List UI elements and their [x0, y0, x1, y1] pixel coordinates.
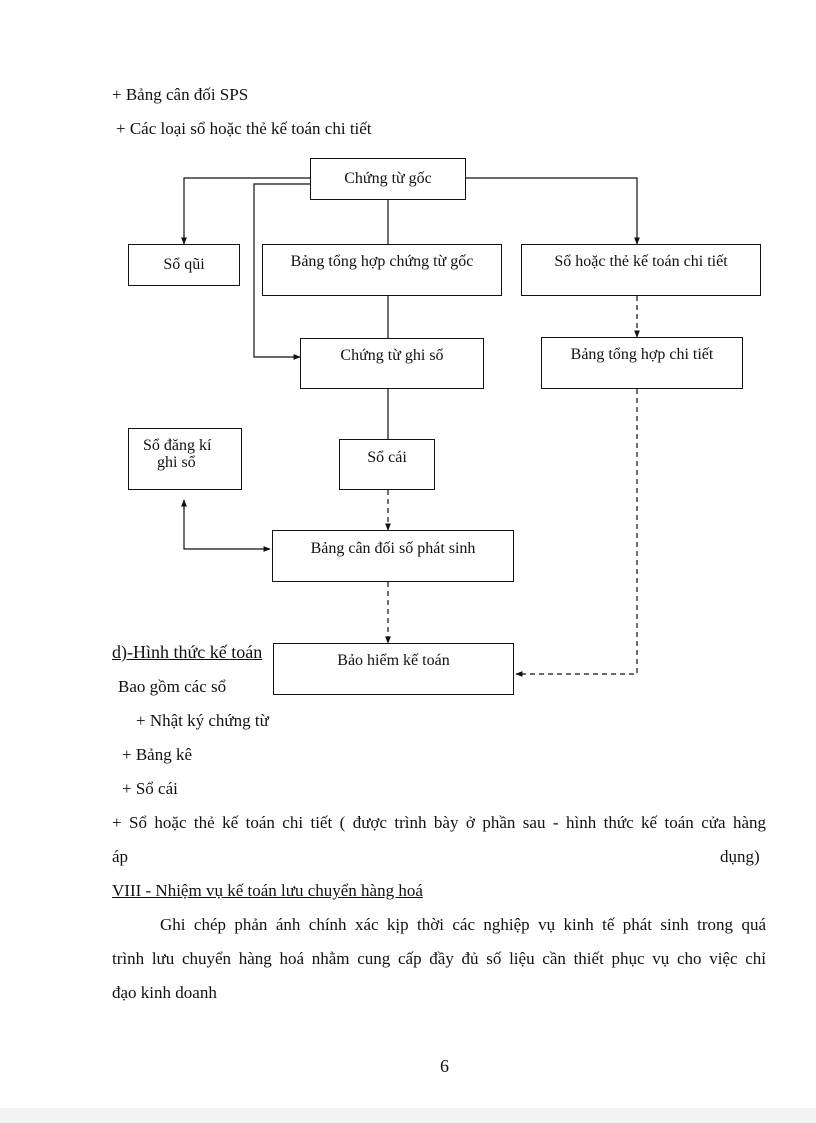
- box-so-the-chi-tiet-label: Sổ hoặc thẻ kế toán chi tiết: [554, 253, 728, 270]
- list-item-bang-ke: + Bảng kê: [122, 745, 193, 764]
- box-chung-tu-goc: Chứng từ gốc: [310, 158, 466, 200]
- box-so-dang-ki-ghi-so: Sổ đăng kí ghi sổ: [128, 428, 242, 490]
- paragraph-line-3: đạo kinh doanh: [112, 983, 217, 1002]
- long-line-so-the-chi-tiet: + Sổ hoặc thẻ kế toán chi tiết ( được tr…: [112, 813, 766, 832]
- box-bang-tong-hop-chi-tiet-label: Bảng tổng hợp chi tiết: [570, 346, 714, 363]
- box-so-quy-label: Sổ qũi: [163, 255, 205, 273]
- box-chung-tu-ghi-so: Chứng từ ghi sổ: [300, 338, 484, 389]
- box-so-cai: Sổ cái: [339, 439, 435, 490]
- list-item-cac-loai-so: + Các loại sổ hoặc thẻ kế toán chi tiết: [116, 119, 372, 138]
- box-so-dang-ki-line1: Sổ đăng kí: [143, 437, 212, 454]
- list-item-nhat-ky-chung-tu: + Nhật ký chứng từ: [136, 711, 269, 730]
- box-so-quy: Sổ qũi: [128, 244, 240, 286]
- paragraph-line-2: trình lưu chuyển hàng hoá nhằm cung cấp …: [112, 949, 766, 968]
- box-so-cai-label: Sổ cái: [367, 449, 407, 466]
- box-bang-can-doi-so-phat-sinh: Bảng cân đối số phát sinh: [272, 530, 514, 582]
- list-item-bang-can-doi-sps: + Bảng cân đối SPS: [112, 85, 249, 104]
- paragraph-line-1: Ghi chép phản ánh chính xác kịp thời các…: [160, 915, 766, 934]
- box-bang-can-doi-label: Bảng cân đối số phát sinh: [310, 540, 476, 557]
- box-bang-tong-hop-chi-tiet: Bảng tổng hợp chi tiết: [541, 337, 743, 389]
- box-chung-tu-ghi-so-label: Chứng từ ghi sổ: [340, 347, 444, 364]
- page-bottom-strip: [0, 1108, 816, 1123]
- long-line-dung: dụng): [720, 847, 760, 866]
- box-bao-hiem-ke-toan: Bảo hiểm kế toán: [273, 643, 514, 695]
- page-number: 6: [440, 1056, 449, 1076]
- box-bao-hiem-label: Bảo hiểm kế toán: [337, 652, 450, 669]
- box-chung-tu-goc-label: Chứng từ gốc: [344, 169, 432, 187]
- box-so-the-chi-tiet: Sổ hoặc thẻ kế toán chi tiết: [521, 244, 761, 296]
- list-item-so-cai: + Sổ cái: [122, 779, 178, 798]
- box-bang-tong-hop-chung-tu-goc: Bảng tổng hợp chứng từ gốc: [262, 244, 502, 296]
- long-line-ap: áp: [112, 847, 129, 866]
- section-viii-heading: VIII - Nhiệm vụ kế toán lưu chuyển hàng …: [112, 881, 423, 900]
- bao-gom-cac-so: Bao gồm các sổ: [118, 677, 227, 696]
- section-d-heading: d)-Hình thức kế toán: [112, 642, 263, 662]
- box-so-dang-ki-line2: ghi sổ: [157, 453, 196, 471]
- box-bang-tong-hop-chung-tu-goc-label: Bảng tổng hợp chứng từ gốc: [290, 253, 474, 270]
